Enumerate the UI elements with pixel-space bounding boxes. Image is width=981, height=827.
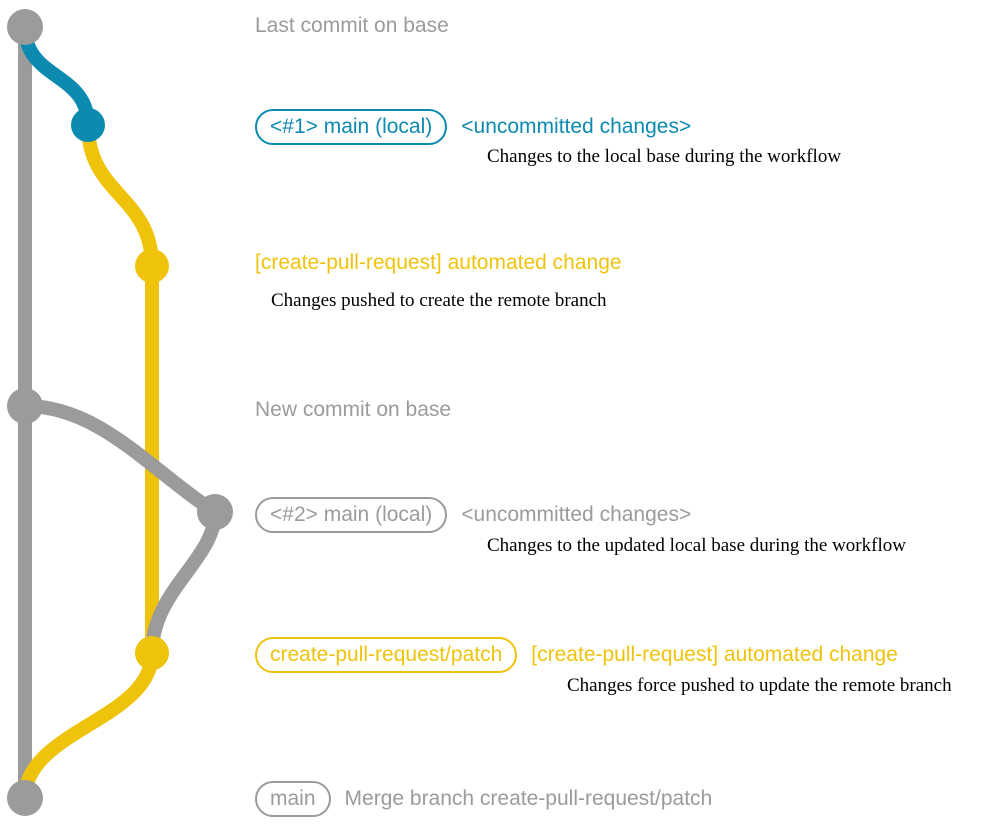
- commit-row-commit-5: main Merge branch create-pull-request/pa…: [255, 781, 712, 817]
- branch-badge-main-local-2[interactable]: <#2> main (local): [255, 497, 448, 533]
- branch-badge-main-local-1[interactable]: <#1> main (local): [255, 109, 448, 145]
- commit-note-commit-2: Changes pushed to create the remote bran…: [271, 290, 607, 311]
- commit-subject-commit-1: <uncommitted changes>: [461, 115, 692, 138]
- branch-badge-create-pull-request-patch[interactable]: create-pull-request/patch: [255, 637, 518, 673]
- commit-row-commit-3: <#2> main (local) <uncommitted changes>: [255, 497, 691, 533]
- commit-subject-base-new: New commit on base: [255, 398, 452, 421]
- merge-line: [18, 646, 159, 805]
- commit-note-commit-1: Changes to the local base during the wor…: [487, 146, 842, 167]
- branch-badge-main[interactable]: main: [255, 781, 331, 817]
- commit-subject-commit-5: Merge branch create-pull-request/patch: [344, 787, 713, 810]
- commit-note-commit-3: Changes to the updated local base during…: [487, 535, 906, 556]
- commit-subject-commit-3: <uncommitted changes>: [461, 503, 692, 526]
- commit-subject-commit-4: [create-pull-request] automated change: [531, 643, 898, 666]
- commit-subject-base-last: Last commit on base: [255, 14, 449, 37]
- commit-node-base-new[interactable]: [7, 388, 43, 424]
- commit-node-commit-1[interactable]: [71, 108, 105, 142]
- commit-row-commit-1: <#1> main (local) <uncommitted changes>: [255, 109, 691, 145]
- remote-branch-line: [81, 118, 159, 660]
- commit-node-commit-5[interactable]: [7, 780, 43, 816]
- commit-row-base-last: Last commit on base: [255, 15, 449, 36]
- commit-note-commit-4: Changes force pushed to update the remot…: [567, 675, 952, 696]
- commit-node-commit-4[interactable]: [135, 636, 169, 670]
- commit-node-base-last[interactable]: [7, 9, 43, 45]
- commit-node-commit-2[interactable]: [135, 249, 169, 283]
- commit-row-base-new: New commit on base: [255, 399, 451, 420]
- commit-row-commit-4: create-pull-request/patch [create-pull-r…: [255, 637, 898, 673]
- commit-row-commit-2: [create-pull-request] automated change: [255, 252, 622, 273]
- commit-subject-commit-2: [create-pull-request] automated change: [255, 251, 622, 274]
- local-branch-line-2: [18, 399, 223, 660]
- commit-node-commit-3[interactable]: [197, 494, 233, 530]
